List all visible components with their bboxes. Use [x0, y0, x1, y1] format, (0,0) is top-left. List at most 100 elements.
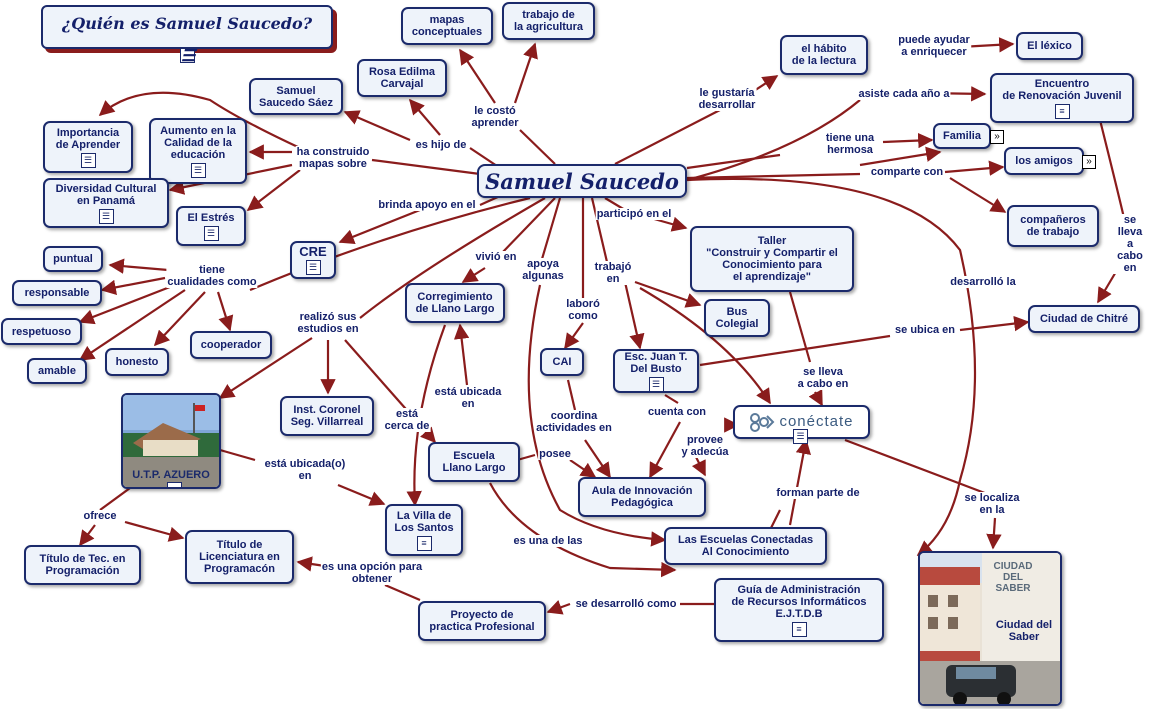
node-diversidad[interactable]: Diversidad Cultural en Panamá	[43, 178, 169, 228]
node-label: Ciudad de Chitré	[1039, 313, 1128, 325]
map-title-text: ¿Quién es Samuel Saucedo?	[61, 14, 313, 33]
node-licenciatura[interactable]: Título de Licenciatura en Programacón	[185, 530, 294, 584]
node-escuela-llano[interactable]: Escuela Llano Largo	[428, 442, 520, 482]
link-label: le gustaría desarrollar	[697, 87, 757, 111]
node-companeros[interactable]: compañeros de trabajo	[1007, 205, 1099, 247]
node-guia[interactable]: Guía de Administración de Recursos Infor…	[714, 578, 884, 642]
conectate-logo-icon	[750, 413, 775, 432]
node-label: Samuel Saucedo Sáez	[259, 84, 333, 109]
ciudad-saber-label: Ciudad del Saber	[995, 619, 1053, 643]
node-label: Esc. Juan T. Del Busto	[624, 350, 688, 375]
node-amigos[interactable]: los amigos	[1004, 147, 1084, 175]
node-chitre[interactable]: Ciudad de Chitré	[1028, 305, 1140, 333]
node-rosa[interactable]: Rosa Edilma Carvajal	[357, 59, 447, 97]
ciudad-saber-image	[920, 553, 1060, 704]
node-label: respetuoso	[11, 325, 72, 338]
link-label: realizó sus estudios en	[296, 311, 360, 335]
node-label: Importancia de Aprender	[55, 126, 121, 151]
node-ciudad-saber[interactable]: CIUDAD DEL SABER Ciudad del Saber	[918, 551, 1062, 706]
node-label: compañeros de trabajo	[1020, 214, 1086, 238]
central-node[interactable]: Samuel Saucedo	[477, 164, 687, 198]
node-label: los amigos	[1015, 155, 1073, 167]
node-escuelas-conectadas[interactable]: Las Escuelas Conectadas Al Conocimiento	[664, 527, 827, 565]
node-cooperador[interactable]: cooperador	[190, 331, 272, 359]
concept-map-icon[interactable]	[190, 162, 206, 178]
link-label: es hijo de	[414, 139, 468, 151]
document-icon[interactable]	[167, 482, 182, 487]
node-label: El léxico	[1027, 40, 1072, 52]
link-label: se desarrolló como	[574, 598, 678, 610]
concept-map-icon[interactable]	[180, 48, 195, 63]
concept-map-icon[interactable]	[203, 225, 219, 241]
conectate-label: conéctate	[779, 413, 854, 430]
node-tec[interactable]: Título de Tec. en Programación	[24, 545, 141, 585]
link-label: laboró como	[565, 298, 601, 322]
link-label: vivió en	[474, 251, 518, 263]
concept-map-icon[interactable]	[80, 152, 96, 168]
node-taller[interactable]: Taller "Construir y Compartir el Conocim…	[690, 226, 854, 292]
node-samuel-saez[interactable]: Samuel Saucedo Sáez	[249, 78, 343, 115]
node-puntual[interactable]: puntual	[43, 246, 103, 272]
node-cre[interactable]: CRE	[290, 241, 336, 279]
node-honesto[interactable]: honesto	[105, 348, 169, 376]
node-aula[interactable]: Aula de Innovación Pedagógica	[578, 477, 706, 517]
node-respetuoso[interactable]: respetuoso	[1, 318, 82, 345]
node-juan-busto[interactable]: Esc. Juan T. Del Busto	[613, 349, 699, 393]
node-familia[interactable]: Familia	[933, 123, 991, 149]
node-label: Proyecto de practica Profesional	[429, 609, 535, 633]
node-label: Taller "Construir y Compartir el Conocim…	[706, 235, 838, 283]
node-label: Familia	[943, 130, 981, 142]
node-label: Encuentro de Renovación Juvenil	[1002, 77, 1122, 102]
node-label: CAI	[552, 356, 572, 368]
node-encuentro[interactable]: Encuentro de Renovación Juvenil	[990, 73, 1134, 123]
node-inst-coronel[interactable]: Inst. Coronel Seg. Villarreal	[280, 396, 374, 436]
node-bus[interactable]: Bus Colegial	[704, 299, 770, 337]
node-label: Título de Tec. en Programación	[39, 553, 126, 577]
document-icon[interactable]	[791, 621, 807, 637]
concept-map-icon[interactable]	[648, 376, 664, 392]
link-label: comparte con	[869, 166, 945, 178]
concept-map-icon[interactable]	[305, 259, 321, 275]
map-title: ¿Quién es Samuel Saucedo?	[41, 5, 333, 63]
link-label: es una de las	[512, 535, 584, 547]
node-cai[interactable]: CAI	[540, 348, 584, 376]
node-label: mapas conceptuales	[411, 14, 483, 38]
expand-arrow-icon[interactable]: »	[990, 130, 1004, 144]
link-label: está ubicada en	[433, 386, 503, 410]
node-utp-azuero[interactable]: U.T.P. AZUERO	[121, 393, 221, 489]
link-label: se lleva a cabo en	[1113, 214, 1147, 274]
link-label: tiene cualidades como	[166, 264, 258, 288]
node-agricultura[interactable]: trabajo de la agricultura	[502, 2, 595, 40]
node-responsable[interactable]: responsable	[12, 280, 102, 306]
node-proyecto[interactable]: Proyecto de practica Profesional	[418, 601, 546, 641]
document-icon[interactable]	[416, 535, 432, 551]
node-estres[interactable]: El Estrés	[176, 206, 246, 246]
concept-map-icon[interactable]	[793, 429, 808, 444]
node-aumento[interactable]: Aumento en la Calidad de la educación	[149, 118, 247, 184]
node-importancia[interactable]: Importancia de Aprender	[43, 121, 133, 173]
node-corregimiento[interactable]: Corregimiento de Llano Largo	[405, 283, 505, 323]
link-label: le costó aprender	[470, 105, 520, 129]
node-label: Diversidad Cultural en Panamá	[55, 182, 157, 207]
utp-building-image	[123, 395, 219, 487]
node-habito[interactable]: el hábito de la lectura	[780, 35, 868, 75]
utp-label: U.T.P. AZUERO	[132, 469, 210, 481]
concept-map-icon[interactable]	[98, 208, 114, 224]
link-label: desarrolló la	[949, 276, 1017, 288]
link-label: está ubicada(o) en	[263, 458, 347, 482]
node-conectate[interactable]: conéctate	[733, 405, 870, 444]
link-label: posee	[538, 448, 572, 460]
node-mapas[interactable]: mapas conceptuales	[401, 7, 493, 45]
link-label: apoya algunas	[521, 258, 565, 282]
link-label: ofrece	[82, 510, 118, 522]
link-label: brinda apoyo en el	[377, 199, 477, 211]
document-icon[interactable]	[1054, 103, 1070, 119]
node-amable[interactable]: amable	[27, 358, 87, 384]
node-lexico[interactable]: El léxico	[1016, 32, 1083, 60]
link-label: participó en el	[595, 208, 673, 220]
expand-arrow-icon[interactable]: »	[1082, 155, 1096, 169]
link-label: está cerca de	[383, 408, 431, 432]
node-villa[interactable]: La Villa de Los Santos	[385, 504, 463, 556]
node-label: Bus Colegial	[715, 306, 759, 330]
